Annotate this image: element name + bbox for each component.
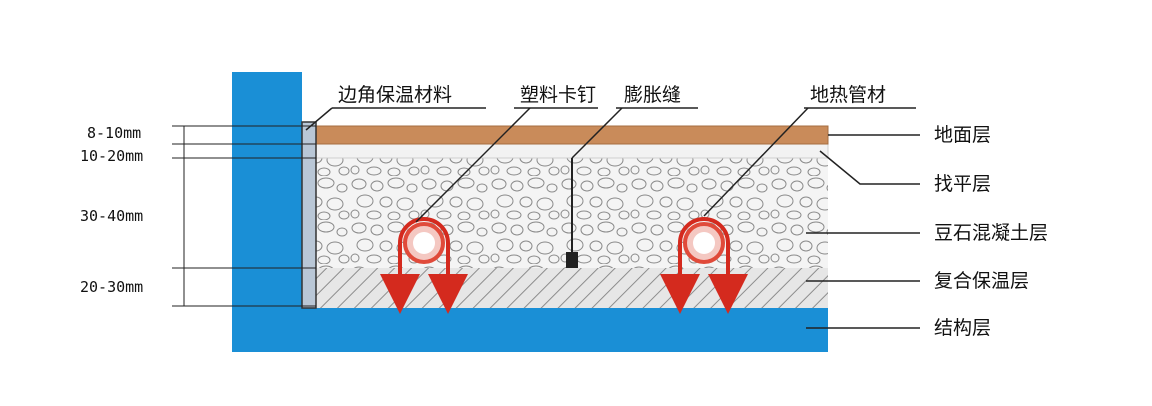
heating-pipe-right [660,217,748,314]
plastic-clip-block [566,252,578,268]
heating-pipe-left [380,217,468,314]
label-expansion-joint: 膨胀缝 [624,84,681,106]
dim-concrete: 30-40mm [80,207,143,225]
floor-layer [315,125,829,145]
label-floor-layer: 地面层 [934,124,991,146]
label-edge-insulation: 边角保温材料 [338,84,452,106]
dim-insulation: 20-30mm [80,278,143,296]
dim-floor: 8-10mm [87,124,141,142]
composite-insulation-layer [316,268,828,308]
label-insulation-layer: 复合保温层 [934,270,1029,292]
label-plastic-clip: 塑料卡钉 [520,84,596,106]
label-concrete-layer: 豆石混凝土层 [934,222,1048,244]
dim-leveling: 10-20mm [80,147,143,165]
label-leveling-layer: 找平层 [934,173,991,195]
leveling-layer [315,143,829,159]
structure-layer [232,306,828,352]
label-structure-layer: 结构层 [934,317,991,339]
structure-wall [232,72,302,352]
label-heating-pipe: 地热管材 [810,84,886,106]
edge-insulation-strip [301,121,317,309]
